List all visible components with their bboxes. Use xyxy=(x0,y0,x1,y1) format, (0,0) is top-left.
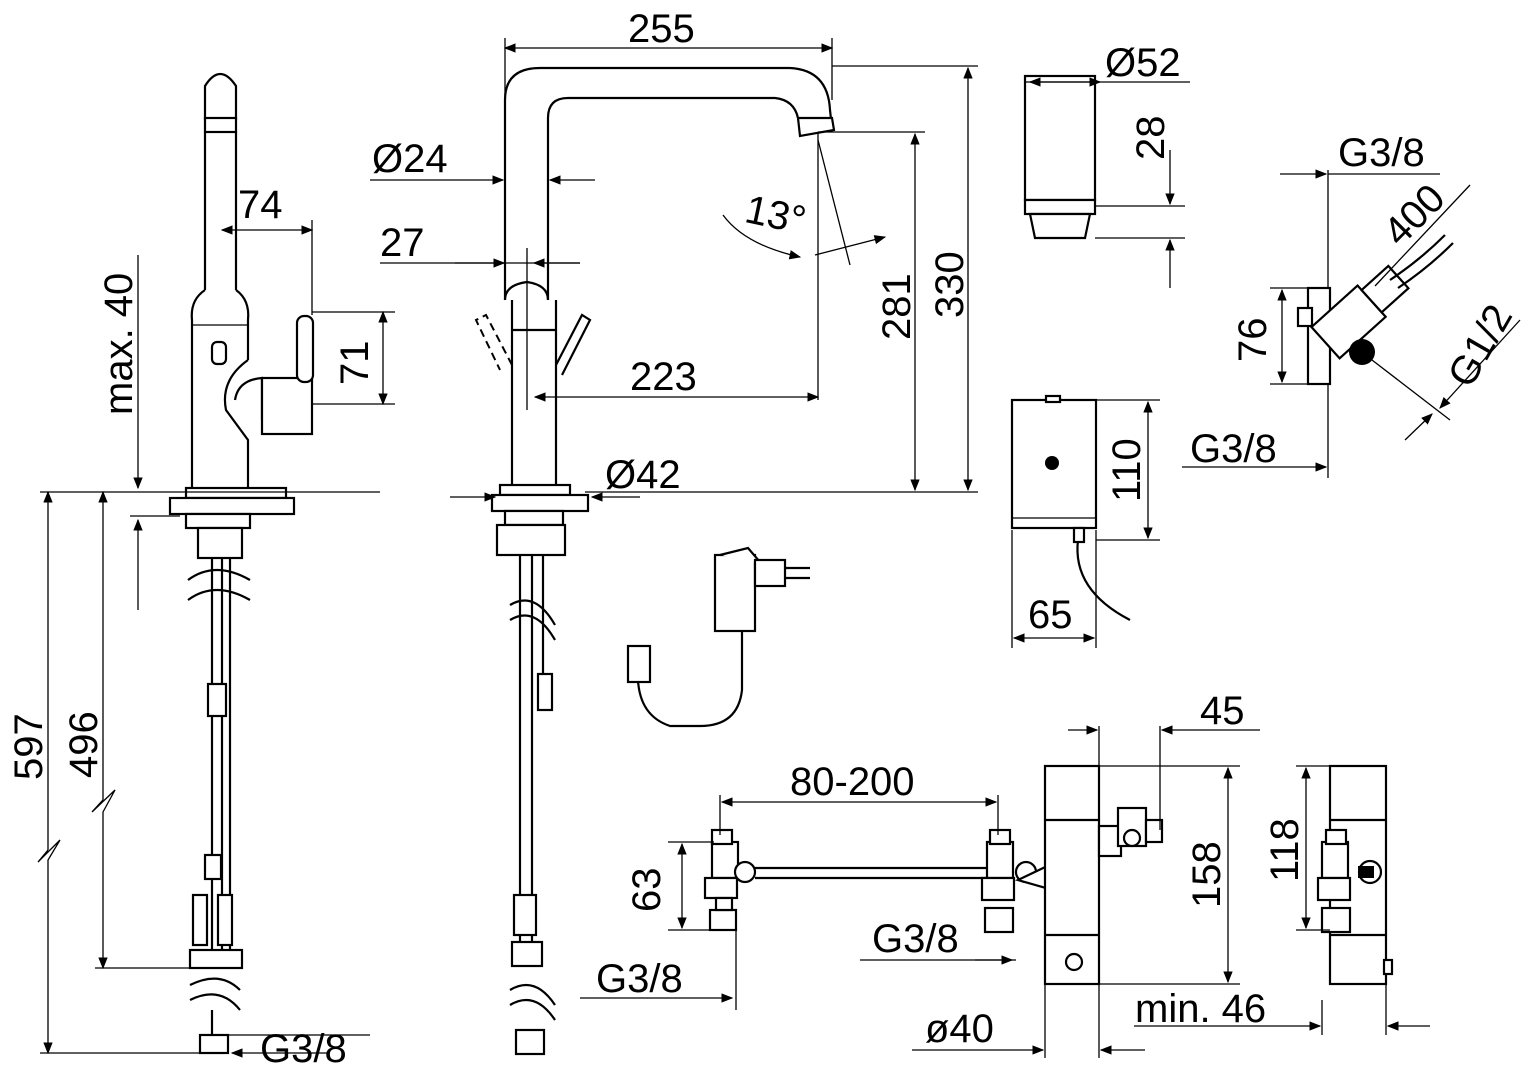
dim-lever-width: 74 xyxy=(238,183,283,227)
dim-mixer-thread: G3/8 xyxy=(872,917,959,961)
dim-lever-height: 71 xyxy=(333,341,377,386)
mixer-side-view xyxy=(1134,764,1430,1035)
side-view-dimensions xyxy=(370,38,978,502)
dim-spout-angle: 13° xyxy=(741,187,809,243)
control-box xyxy=(1010,394,1160,648)
mixer-assembly xyxy=(580,725,1260,1058)
dim-mixer-side-height: 118 xyxy=(1263,818,1307,882)
dim-outlet-height: 281 xyxy=(875,273,919,340)
dim-spout-reach: 255 xyxy=(628,7,695,51)
faucet-side-view xyxy=(474,66,836,1056)
dimension-labels: 255 Ø24 27 13° 281 330 223 Ø42 74 71 max… xyxy=(7,7,1521,1071)
solenoid-valve xyxy=(1182,169,1521,478)
dim-base-diameter: Ø42 xyxy=(605,453,681,497)
dim-valve-height: 76 xyxy=(1231,318,1275,363)
dim-sensor-diameter: Ø52 xyxy=(1105,41,1181,85)
dim-box-height: 110 xyxy=(1105,438,1149,502)
dim-spout-diameter: Ø24 xyxy=(372,137,448,181)
dim-mixer-width: 45 xyxy=(1200,689,1245,733)
dim-sensor-height: 28 xyxy=(1129,116,1173,161)
dim-hose-length-2: 496 xyxy=(62,711,106,778)
dim-spout-projection: 223 xyxy=(630,355,697,399)
dim-mixer-diameter: ø40 xyxy=(925,1007,994,1051)
dim-valve-cable: 400 xyxy=(1375,176,1453,254)
front-view-dimensions xyxy=(37,220,395,1058)
sensor-unit xyxy=(1023,74,1190,288)
dim-box-width: 65 xyxy=(1028,593,1073,637)
dim-hose-length-1: 597 xyxy=(7,713,51,780)
dim-pipe-spacing: 80-200 xyxy=(790,760,915,804)
dim-valve-inlet: G3/8 xyxy=(1338,131,1425,175)
dim-lever-offset: 27 xyxy=(380,221,425,265)
dim-min-clearance: min. 46 xyxy=(1135,987,1266,1031)
faucet-front-view xyxy=(168,72,315,1055)
dim-mixer-height: 158 xyxy=(1185,841,1229,908)
dim-total-height: 330 xyxy=(928,251,972,318)
dim-valve-thread-bottom: G3/8 xyxy=(1190,427,1277,471)
dim-max-deck: max. 40 xyxy=(97,273,141,415)
power-adapter xyxy=(626,546,810,728)
dim-valve-outlet: G1/2 xyxy=(1440,297,1521,394)
dim-stop-valve-height: 63 xyxy=(625,868,669,913)
dim-inlet-thread: G3/8 xyxy=(596,957,683,1001)
dim-hose-thread: G3/8 xyxy=(260,1027,347,1071)
